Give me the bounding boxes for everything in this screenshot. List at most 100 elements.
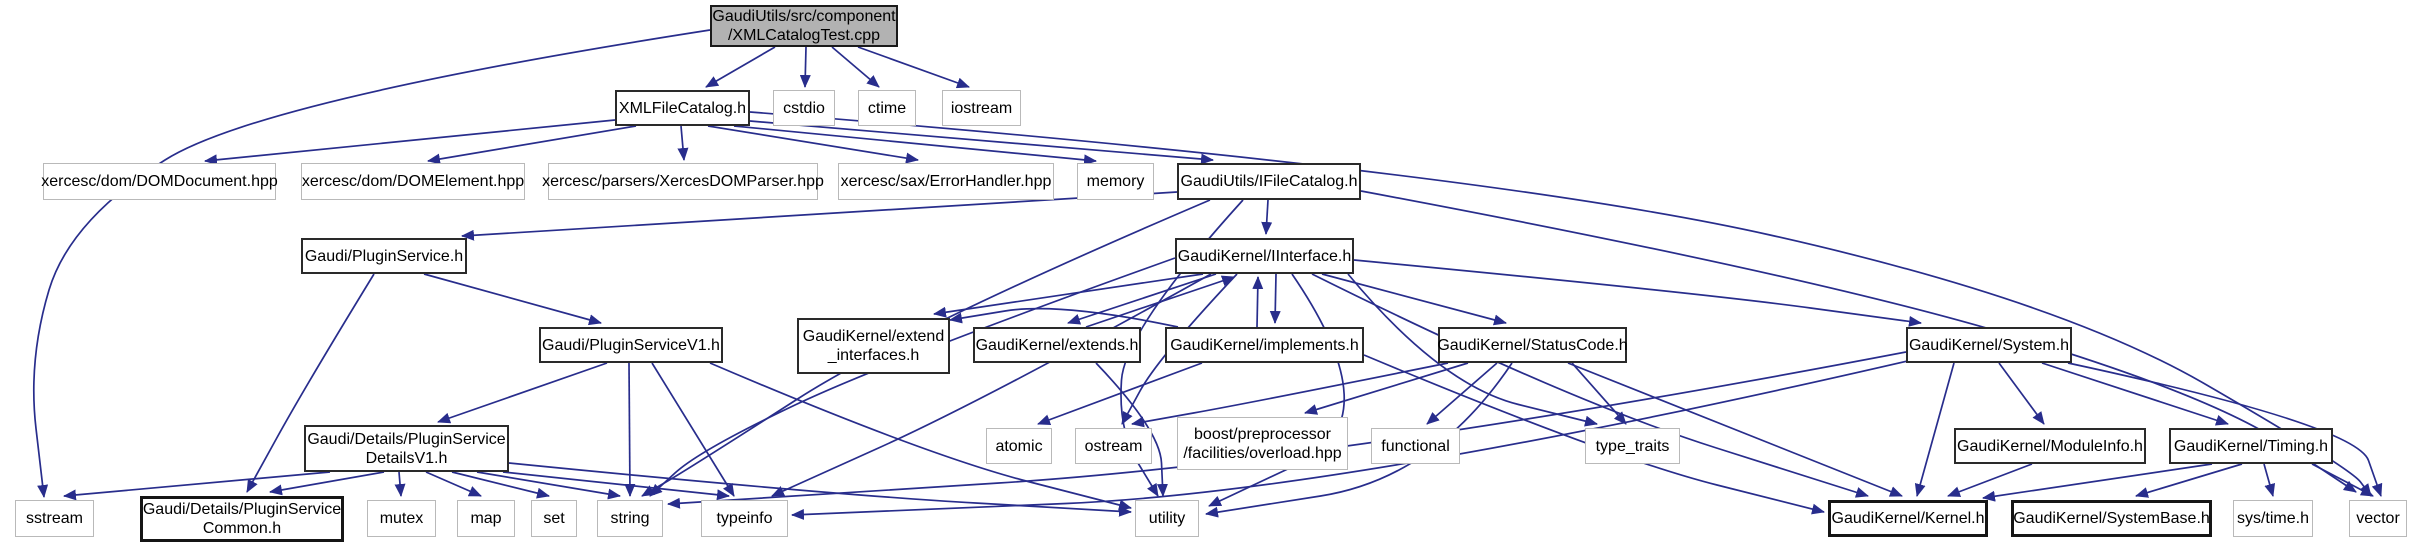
node-label-line: cstdio (783, 99, 825, 117)
node-label-line: atomic (995, 437, 1043, 455)
edge-moduleinfo-kernel (1947, 463, 2033, 497)
edge-implements-atomic (1037, 362, 1203, 425)
node-label-line: iostream (950, 99, 1013, 117)
node-label-line: xercesc/sax/ErrorHandler.hpp (840, 173, 1052, 190)
edge-detailsv1-map (425, 471, 482, 497)
node-label-line: sys/time.h (2236, 510, 2309, 527)
boostoverload-node: boost/preprocessor/facilities/overload.h… (1177, 417, 1348, 470)
system-node[interactable]: GaudiKernel/System.h (1906, 327, 2072, 363)
node-label-line: GaudiKernel/StatusCode.h (1437, 336, 1628, 354)
edge-detailsv1-string (476, 471, 621, 500)
extends-node[interactable]: GaudiKernel/extends.h (973, 327, 1141, 363)
edge-cpp-iostream (857, 46, 970, 89)
edge-pluginservice-commonh (246, 273, 375, 493)
extendinterfaces-node[interactable]: GaudiKernel/extend_interfaces.h (797, 318, 950, 374)
edge-pluginservice-pluginservicev1 (423, 273, 602, 326)
node-label-line: memory (1086, 173, 1145, 190)
kernel-node[interactable]: GaudiKernel/Kernel.h (1828, 500, 1988, 537)
node-label-line: string (610, 510, 650, 527)
moduleinfo-node[interactable]: GaudiKernel/ModuleInfo.h (1954, 428, 2146, 464)
edge-detailsv1-typeinfo (502, 471, 730, 501)
node-label-line: mutex (379, 510, 424, 527)
edge-iinterface-string (649, 257, 1176, 497)
edge-system-moduleinfo (1998, 362, 2045, 425)
node-label-line: ctime (867, 99, 907, 117)
edge-detailsv1-sstream (63, 471, 331, 501)
edge-xmlfilecatalog-domdocument (204, 119, 616, 166)
ostream-node: ostream (1075, 428, 1152, 464)
set-node: set (531, 500, 577, 537)
ifilecatalog-node[interactable]: GaudiUtils/IFileCatalog.h (1177, 163, 1361, 200)
systembase-node[interactable]: GaudiKernel/SystemBase.h (2011, 500, 2212, 537)
edge-pluginservicev1-detailsv1 (437, 362, 608, 424)
iostream-node: iostream (942, 90, 1021, 126)
edge-statuscode-functional (1426, 362, 1498, 425)
node-label-line: Gaudi/PluginService.h (304, 247, 464, 265)
xmlfilecatalog-node[interactable]: XMLFileCatalog.h (615, 90, 750, 126)
edge-ifilecatalog-string (641, 199, 1211, 497)
node-label-line: xercesc/dom/DOMDocument.hpp (41, 173, 278, 190)
edge-iinterface-typetraits (1347, 273, 1598, 427)
string-node: string (597, 500, 663, 537)
utility-node: utility (1135, 500, 1199, 537)
node-label-line: GaudiKernel/implements.h (1170, 336, 1359, 354)
cpp-node: GaudiUtils/src/component/XMLCatalogTest.… (710, 5, 898, 47)
edge-system-vector (2067, 362, 2383, 497)
edge-detailsv1-set (451, 471, 550, 499)
map-node: map (457, 500, 515, 537)
node-label-line: sstream (26, 510, 83, 527)
edge-cpp-cstdio (799, 46, 811, 88)
xercesdomparser-node: xercesc/parsers/XercesDOMParser.hpp (542, 163, 824, 200)
edge-iinterface-extendinterfaces (933, 273, 1204, 318)
edge-xmlfilecatalog-ifilecatalog (749, 120, 1214, 165)
edge-implements-iinterface (1252, 276, 1264, 328)
node-label-line: DetailsV1.h (365, 449, 448, 467)
edge-implements-kernel (1363, 354, 1825, 515)
node-label-line: GaudiKernel/IInterface.h (1177, 247, 1352, 265)
node-label-line: type_traits (1595, 437, 1670, 455)
ctime-node: ctime (858, 90, 916, 126)
edge-statuscode-kernel (1567, 362, 1903, 497)
node-label-line: GaudiUtils/IFileCatalog.h (1180, 173, 1358, 190)
node-label-line: GaudiKernel/SystemBase.h (2013, 510, 2210, 527)
edge-iinterface-utility (1208, 273, 1345, 507)
statuscode-node[interactable]: GaudiKernel/StatusCode.h (1437, 327, 1628, 363)
node-label-line: Gaudi/Details/PluginService (307, 430, 506, 448)
timing-node[interactable]: GaudiKernel/Timing.h (2169, 428, 2333, 464)
edge-timing-systime (2263, 463, 2276, 497)
vector-node: vector (2349, 500, 2407, 537)
functional-node: functional (1371, 428, 1460, 464)
iinterface-node[interactable]: GaudiKernel/IInterface.h (1175, 238, 1354, 274)
edge-timing-systembase (2135, 463, 2243, 498)
edge-detailsv1-commonh (269, 471, 385, 496)
edge-detailsv1-mutex (394, 471, 406, 497)
edge-iinterface-extends (1067, 273, 1217, 325)
implements-node[interactable]: GaudiKernel/implements.h (1165, 327, 1364, 363)
errorhandler-node: xercesc/sax/ErrorHandler.hpp (838, 163, 1054, 200)
pluginservicev1-node[interactable]: Gaudi/PluginServiceV1.h (539, 327, 723, 363)
node-label-line: GaudiKernel/Kernel.h (1831, 510, 1985, 527)
edge-cpp-ctime (831, 46, 880, 88)
pluginservice-node[interactable]: Gaudi/PluginService.h (301, 238, 467, 274)
edge-ifilecatalog-iinterface (1261, 199, 1273, 235)
node-label-line: Gaudi/PluginServiceV1.h (542, 336, 720, 354)
edge-implements-extendinterfaces (949, 307, 1179, 328)
edge-timing-kernel (1982, 463, 2213, 502)
typeinfo-node: typeinfo (701, 500, 788, 537)
edge-ifilecatalog-vector (1360, 190, 2357, 493)
edge-statuscode-boostoverload (1304, 362, 1469, 415)
edge-iinterface-typeinfo (771, 273, 1212, 497)
node-label-line: map (470, 510, 502, 527)
edge-cpp-xmlfilecatalog (705, 46, 776, 88)
node-label-line: /XMLCatalogTest.cpp (727, 27, 881, 44)
node-label-line: GaudiKernel/System.h (1908, 336, 2070, 354)
sstream-node: sstream (15, 500, 94, 537)
edge-iinterface-system (1353, 259, 1922, 327)
node-label-line: Common.h (202, 520, 282, 537)
edge-system-typeinfo (791, 359, 1913, 520)
edge-pluginservicev1-utility (709, 362, 1132, 511)
node-label-line: Gaudi/Details/PluginService (142, 501, 342, 518)
